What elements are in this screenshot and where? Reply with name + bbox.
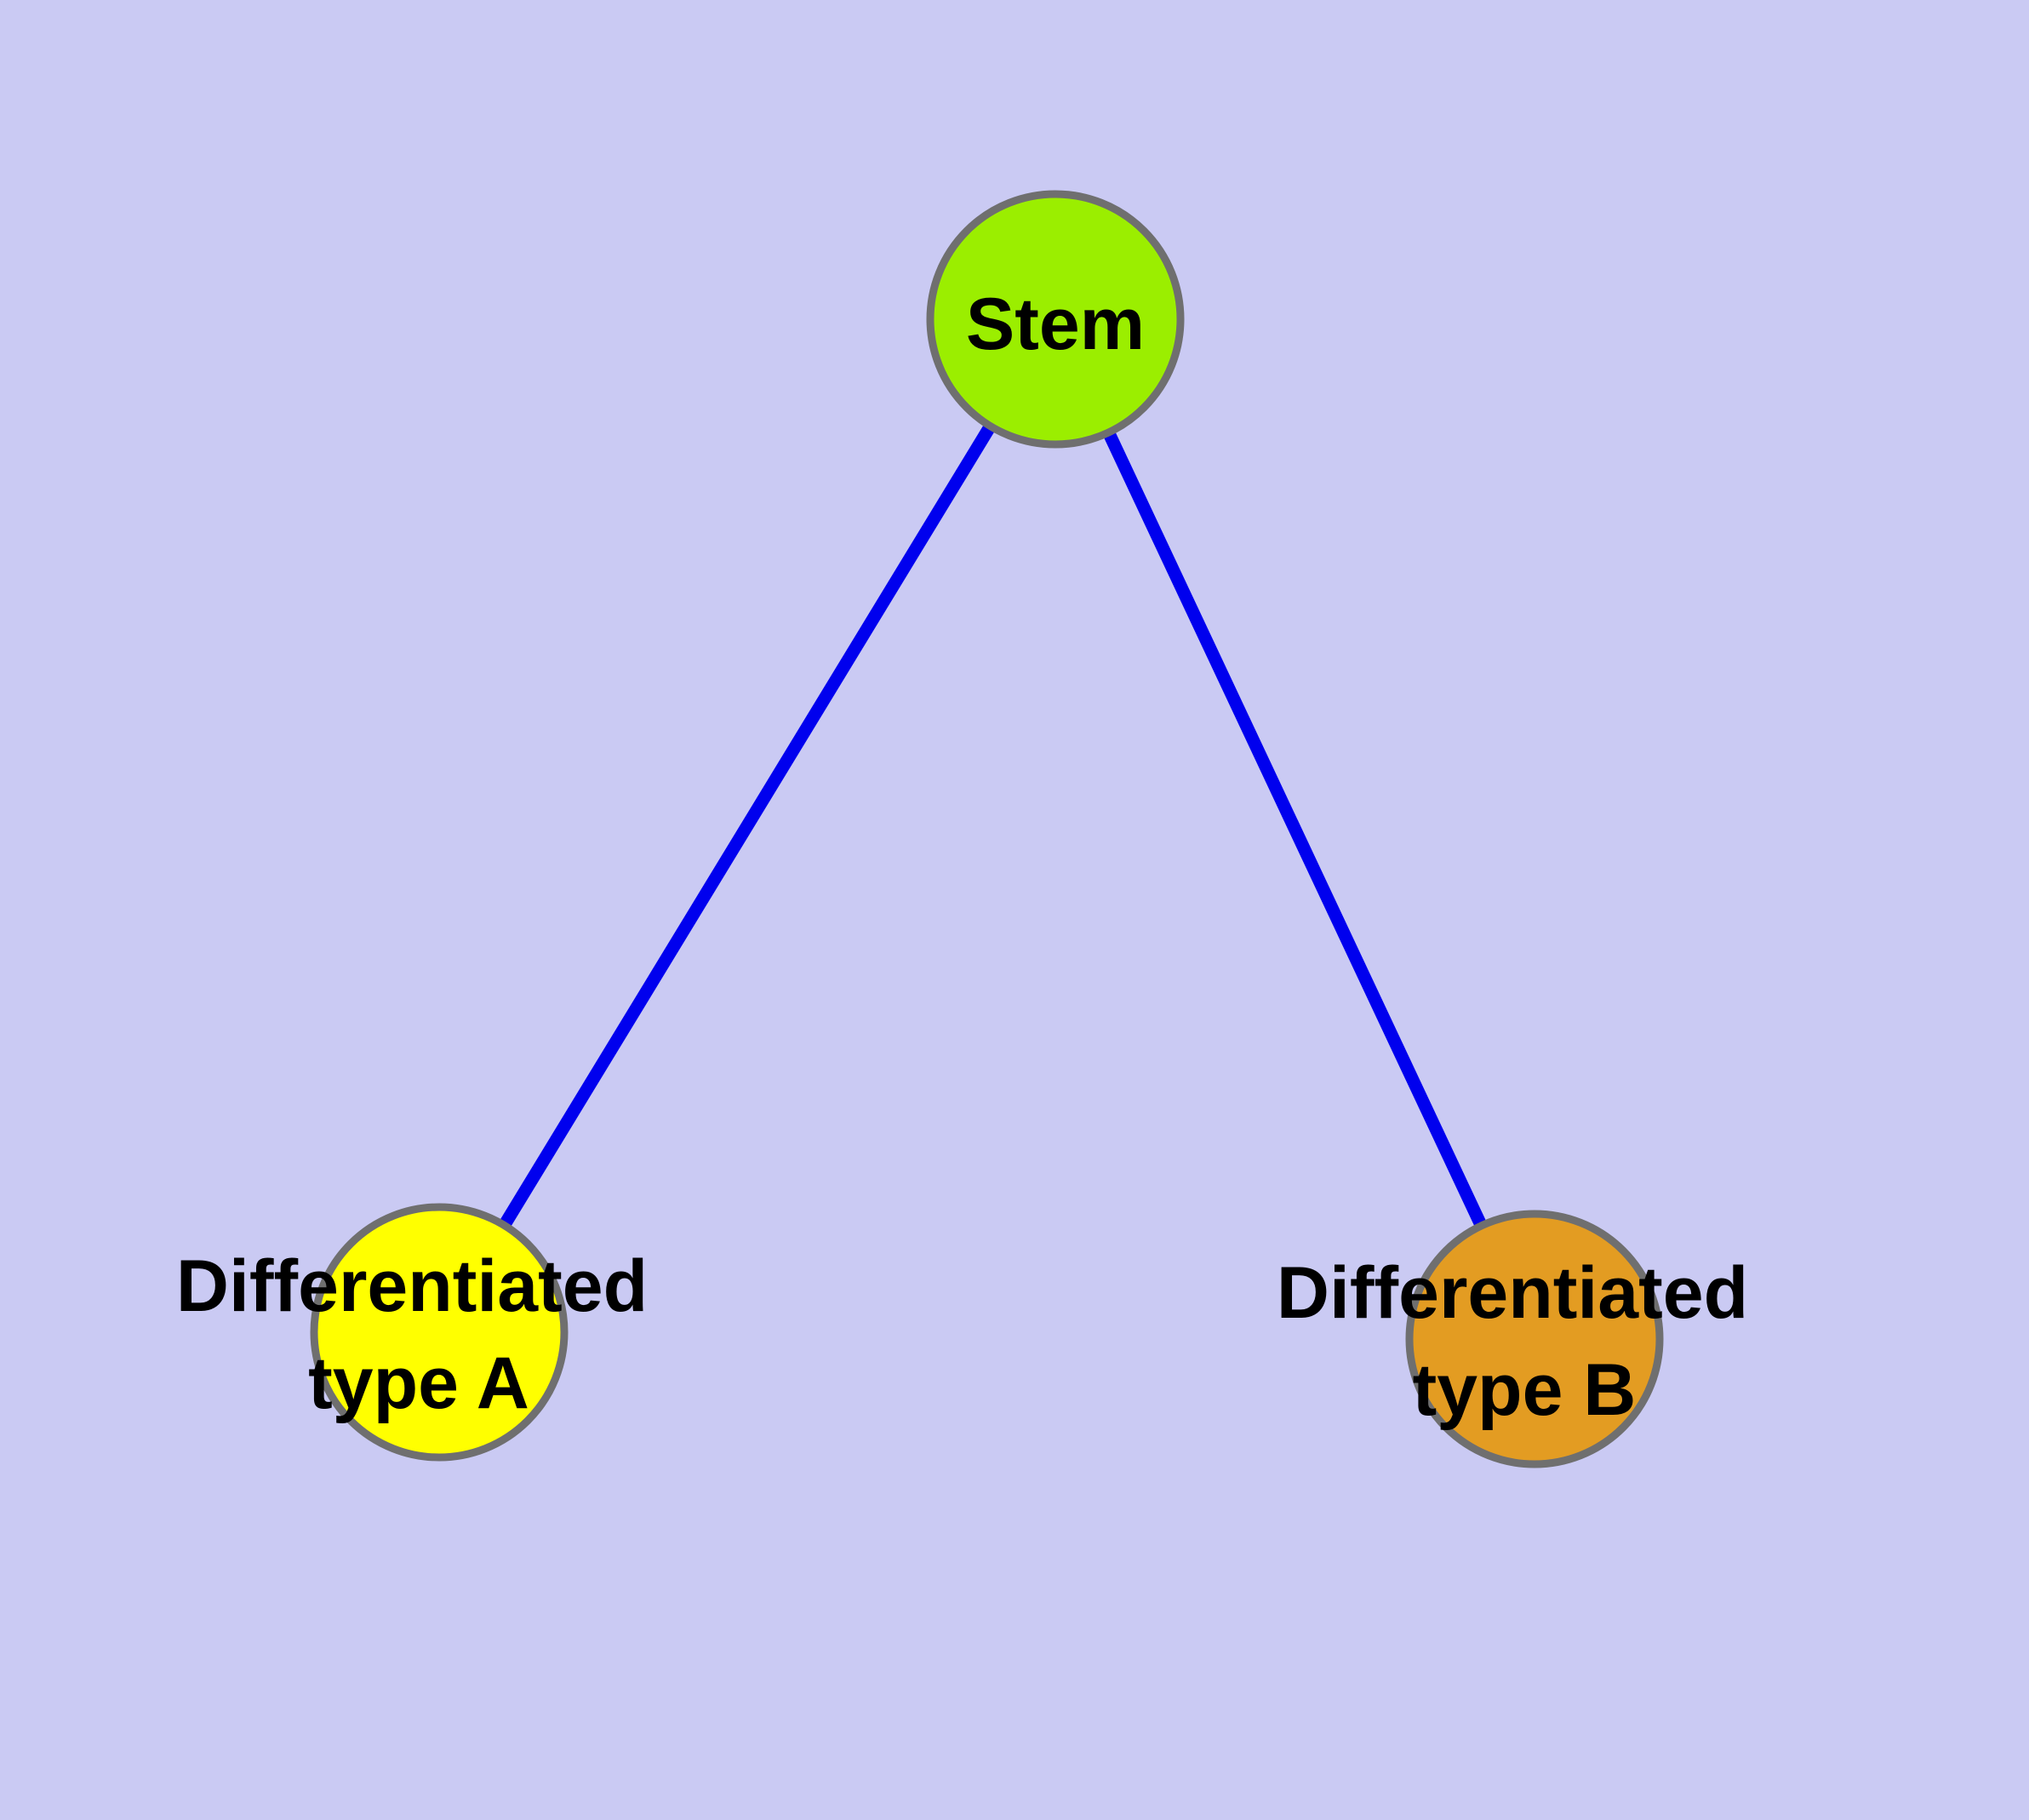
node-type-a-label-line2: type A bbox=[308, 1342, 529, 1424]
edge-layer bbox=[433, 316, 1540, 1342]
node-type-a-label-line1: Differentiated bbox=[176, 1245, 648, 1327]
edge-stem-to-type-a bbox=[433, 316, 1061, 1336]
node-stem[interactable] bbox=[926, 190, 1185, 449]
node-type-b-label-line1: Differentiated bbox=[1277, 1252, 1748, 1334]
label-layer: Stem Differentiated type A Differentiate… bbox=[176, 283, 1748, 1431]
node-type-b-label-line2: type B bbox=[1413, 1349, 1637, 1431]
node-differentiated-type-b[interactable] bbox=[1405, 1210, 1664, 1468]
node-differentiated-type-a[interactable] bbox=[310, 1203, 569, 1462]
node-stem-label: Stem bbox=[966, 283, 1145, 365]
edge-stem-to-type-b bbox=[1049, 316, 1540, 1342]
node-layer bbox=[310, 190, 1664, 1468]
